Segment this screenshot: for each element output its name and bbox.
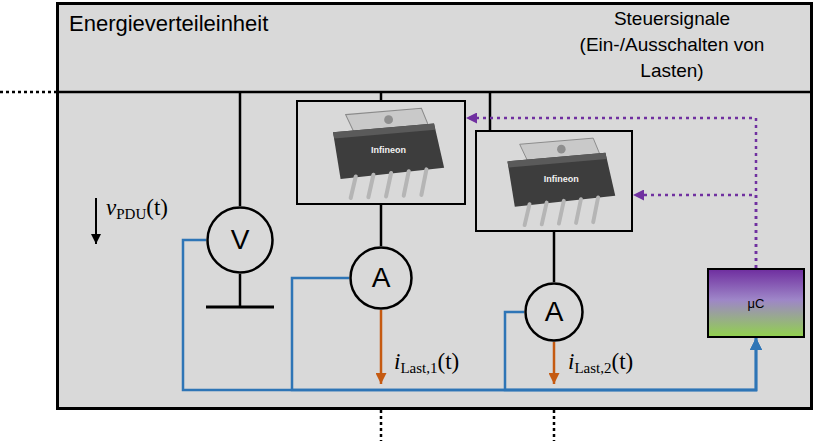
signal-note: Steuersignale (Ein-/Ausschalten von Last… — [572, 6, 772, 85]
voltage-arrow — [95, 198, 97, 244]
symbol-text: (t) — [611, 349, 633, 374]
bus-drop — [239, 92, 242, 206]
unit-ground — [56, 2, 813, 410]
control-signal-line — [466, 118, 756, 268]
symbol-letter: V — [231, 224, 250, 256]
ground-wire — [239, 274, 242, 307]
annotation-text: Steuersignale (Ein-/Ausschalten von Last… — [580, 8, 765, 81]
symbol-text: i — [568, 349, 574, 374]
ground-symbol — [206, 306, 274, 309]
symbol-text: i — [394, 349, 400, 374]
control-signal-line — [633, 195, 756, 268]
bus-drop — [380, 92, 383, 100]
load-wire — [380, 205, 383, 246]
current-arrow — [380, 310, 383, 384]
chip-marking: Infineon — [371, 145, 406, 155]
voltmeter-symbol: V — [206, 206, 274, 274]
switch-box: Infineon — [296, 100, 466, 205]
symbol-text: (t) — [146, 195, 168, 220]
chip-marking: Infineon — [544, 174, 579, 184]
external-supply-wire — [0, 91, 56, 94]
load-wire — [553, 232, 556, 282]
symbol-letter: μC — [748, 296, 765, 311]
unit-title: Energieverteileinheit — [69, 11, 268, 37]
symbol-letter: A — [372, 262, 391, 294]
bus-drop — [489, 92, 492, 130]
subscript-text: Last,2 — [574, 360, 611, 376]
current-label: iLast,2(t) — [568, 348, 633, 377]
symbol-text: (t) — [437, 349, 459, 374]
subscript-text: Last,1 — [400, 360, 437, 376]
load-wire — [553, 410, 556, 441]
ammeter-symbol: A — [349, 246, 413, 310]
measurement-line — [183, 240, 756, 390]
load-wire — [380, 410, 383, 441]
voltage-label: vPDU(t) — [106, 194, 168, 223]
symbol-text: v — [106, 195, 116, 220]
switch-box: Infineon — [475, 130, 633, 232]
subscript-text: PDU — [116, 206, 146, 222]
current-arrow — [553, 342, 556, 384]
supply-bus — [56, 91, 813, 94]
symbol-letter: A — [545, 296, 564, 328]
microcontroller-box: μC — [707, 268, 805, 338]
ammeter-symbol: A — [524, 282, 584, 342]
current-label: iLast,1(t) — [394, 348, 459, 377]
